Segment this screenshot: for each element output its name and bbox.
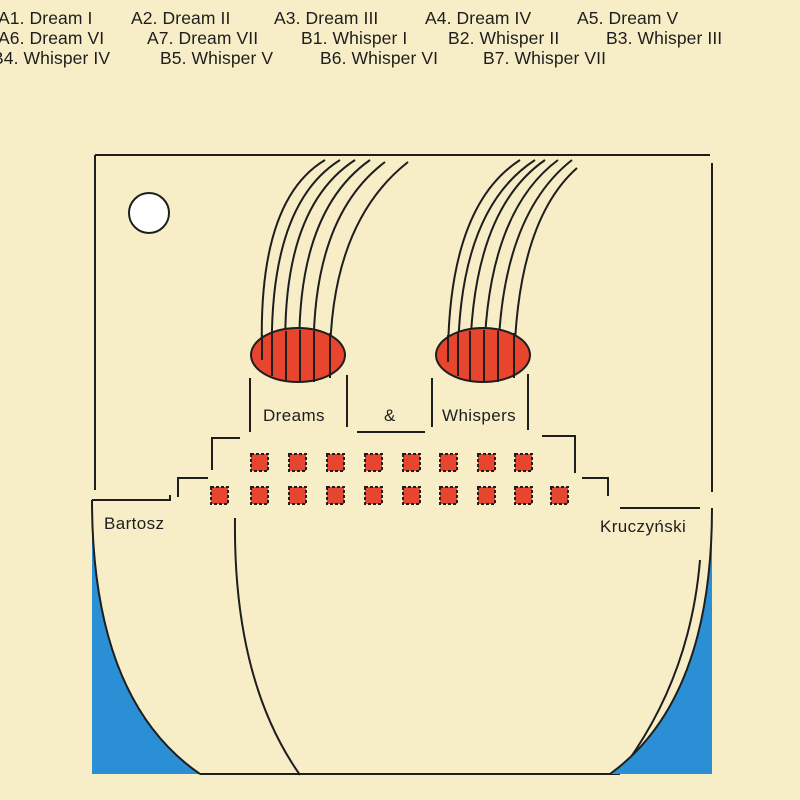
track-a6: A6. Dream VI (0, 28, 105, 48)
smoke-left-2 (270, 159, 341, 361)
porthole (477, 453, 496, 472)
smoke-right-2 (457, 159, 536, 363)
portholes (210, 453, 569, 505)
porthole (402, 453, 421, 472)
porthole (550, 486, 569, 505)
porthole (402, 486, 421, 505)
title-ampersand: & (384, 406, 396, 425)
track-a7: A7. Dream VII (147, 28, 259, 48)
moon-icon (128, 192, 170, 234)
porthole (210, 486, 229, 505)
smoke-right-1 (447, 159, 521, 353)
track-b3: B3. Whisper III (606, 28, 723, 48)
porthole (514, 486, 533, 505)
porthole (477, 486, 496, 505)
step-right-2 (582, 477, 609, 496)
track-b5: B5. Whisper V (160, 48, 274, 68)
smoke-left-6 (328, 161, 409, 371)
water-right (610, 508, 712, 774)
hull-right-curve (619, 559, 701, 773)
track-b4: B4. Whisper IV (0, 48, 111, 68)
hull-left-curve (233, 517, 301, 776)
water-right-edge (609, 507, 713, 775)
porthole (364, 453, 383, 472)
step-left-3 (211, 437, 240, 470)
step-right-1 (542, 435, 576, 473)
water-left-edge (91, 499, 201, 775)
step-left-2 (177, 477, 208, 497)
track-a1: A1. Dream I (0, 8, 93, 28)
porthole (326, 453, 345, 472)
title-left: Dreams (263, 406, 325, 425)
porthole (439, 486, 458, 505)
track-a4: A4. Dream IV (425, 8, 532, 28)
porthole (250, 453, 269, 472)
smoke-left-1 (260, 159, 326, 351)
artist-last-name: Kruczyński (600, 517, 687, 536)
porthole (439, 453, 458, 472)
funnel-left (250, 327, 346, 383)
step-left-1 (92, 495, 171, 501)
porthole (250, 486, 269, 505)
porthole (364, 486, 383, 505)
track-b7: B7. Whisper VII (483, 48, 607, 68)
water-left (92, 500, 200, 774)
track-b2: B2. Whisper II (448, 28, 560, 48)
artist-first-name: Bartosz (104, 514, 165, 533)
track-a2: A2. Dream II (131, 8, 231, 28)
track-b1: B1. Whisper I (301, 28, 408, 48)
track-a3: A3. Dream III (274, 8, 379, 28)
porthole (514, 453, 533, 472)
track-a5: A5. Dream V (577, 8, 679, 28)
title-right: Whispers (442, 406, 517, 425)
porthole (288, 486, 307, 505)
porthole (326, 486, 345, 505)
tracklist: A1. Dream I A2. Dream II A3. Dream III A… (0, 0, 800, 80)
track-b6: B6. Whisper VI (320, 48, 439, 68)
porthole (288, 453, 307, 472)
